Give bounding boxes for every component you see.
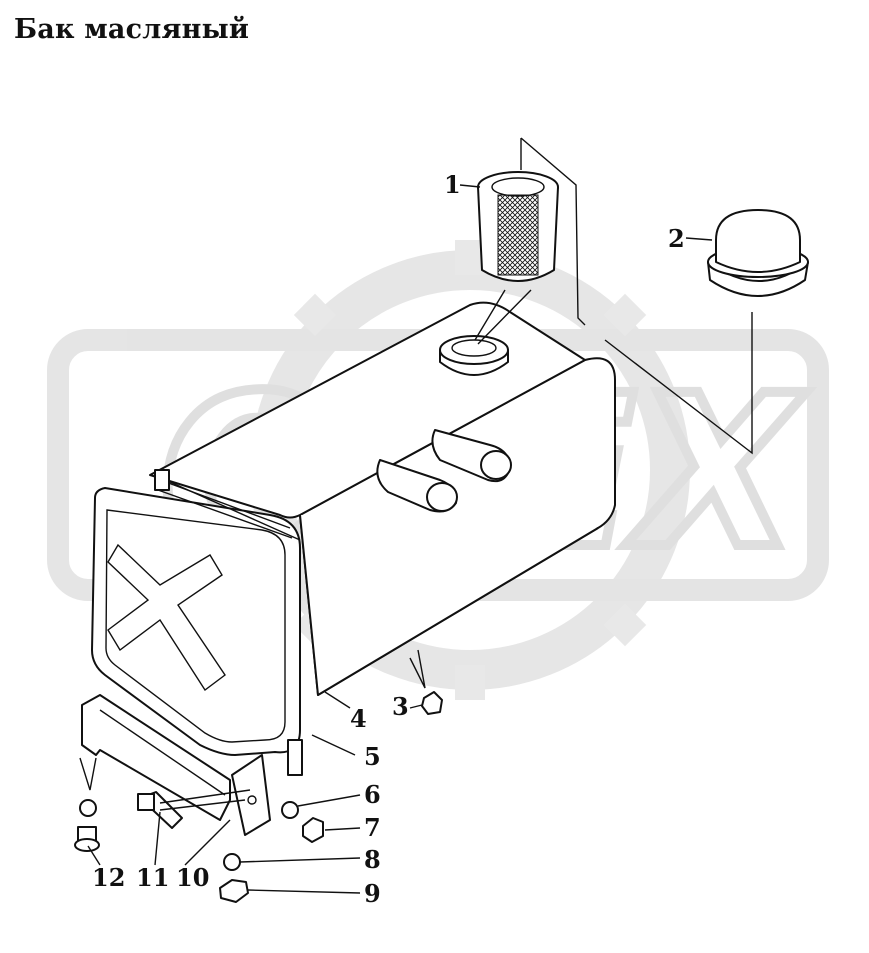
callout-2: 2 — [668, 224, 685, 253]
pipe-fitting-upper — [431, 429, 512, 483]
callout-11: 11 — [136, 863, 169, 892]
page-title: Бак масляный — [14, 14, 250, 45]
callout-7: 7 — [364, 813, 381, 842]
callout-12: 12 — [92, 863, 125, 892]
cap-part-2 — [707, 209, 809, 297]
callout-3: 3 — [392, 692, 409, 721]
callout-6: 6 — [364, 780, 381, 809]
callout-leaders — [87, 184, 713, 894]
callout-9: 9 — [364, 879, 381, 908]
assembly-lines — [79, 137, 753, 791]
callout-4: 4 — [350, 704, 367, 733]
callout-1: 1 — [444, 170, 461, 199]
callout-labels: 1 2 3 4 5 6 7 8 9 10 11 12 — [92, 170, 685, 908]
bracket-part-10 — [81, 694, 271, 836]
callout-8: 8 — [364, 845, 381, 874]
callout-10: 10 — [176, 863, 209, 892]
pipe-fitting-lower — [376, 459, 458, 513]
strainer-part-1 — [477, 171, 559, 282]
callout-5: 5 — [364, 742, 381, 771]
filler-neck — [439, 335, 509, 376]
